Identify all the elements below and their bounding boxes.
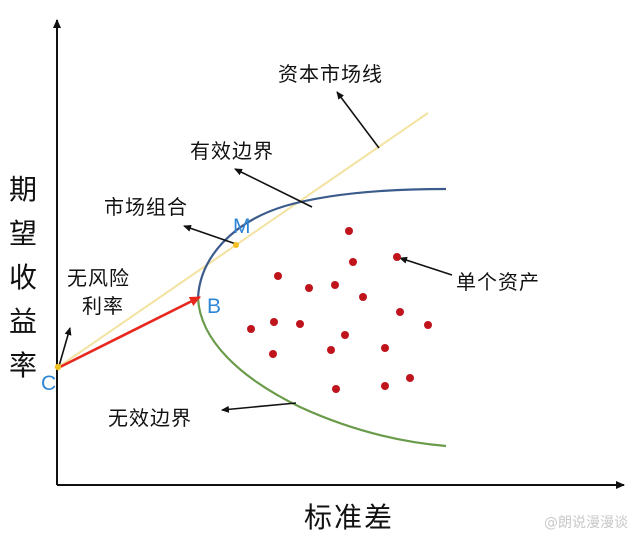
asset-dot bbox=[305, 284, 313, 292]
cml-pointer-arrow bbox=[336, 91, 380, 149]
asset-dot bbox=[341, 331, 349, 339]
efficient-frontier-label: 有效边界 bbox=[190, 139, 274, 163]
asset-dots bbox=[247, 227, 432, 393]
cml-label: 资本市场线 bbox=[278, 62, 383, 86]
asset-dot bbox=[406, 374, 414, 382]
single-assets-label: 单个资产 bbox=[456, 270, 540, 294]
y-axis-label: 期 望 收 益 率 bbox=[6, 168, 40, 388]
asset-dot bbox=[247, 325, 255, 333]
y-axis-label-char: 益 bbox=[8, 305, 37, 338]
asset-dot bbox=[331, 281, 339, 289]
c-to-b-arrow bbox=[59, 295, 201, 369]
asset-dot bbox=[424, 321, 432, 329]
asset-dot bbox=[269, 350, 277, 358]
risk-free-rate-label-line2: 利率 bbox=[82, 294, 124, 318]
x-axis-label: 标准差 bbox=[304, 501, 395, 534]
asset-dot bbox=[349, 258, 357, 266]
asset-dot bbox=[381, 382, 389, 390]
risk-free-rate-label-line1: 无风险 bbox=[67, 266, 130, 290]
point-c-label: C bbox=[41, 372, 57, 395]
asset-dot bbox=[393, 253, 401, 261]
market-portfolio-pointer-arrow bbox=[183, 224, 237, 245]
inefficient-frontier-pointer-arrow bbox=[221, 402, 297, 413]
y-axis-label-char: 收 bbox=[8, 261, 37, 294]
inefficient-frontier-curve bbox=[196, 297, 447, 448]
y-axis-label-char: 期 bbox=[8, 173, 37, 206]
capital-market-line bbox=[56, 112, 429, 369]
efficient-frontier-pointer-arrow bbox=[234, 168, 313, 208]
asset-dot bbox=[332, 385, 340, 393]
asset-dot bbox=[274, 272, 282, 280]
asset-dot bbox=[270, 318, 278, 326]
asset-dot bbox=[396, 308, 404, 316]
risk-free-pointer-arrow bbox=[58, 327, 72, 367]
asset-dot bbox=[381, 344, 389, 352]
point-c-marker bbox=[54, 363, 62, 371]
point-m-label: M bbox=[233, 215, 251, 238]
point-b-label: B bbox=[207, 295, 222, 318]
asset-dot bbox=[327, 346, 335, 354]
efficient-frontier-curve bbox=[196, 187, 447, 299]
asset-dot bbox=[345, 227, 353, 235]
point-m-marker bbox=[233, 242, 239, 248]
y-axis-label-char: 望 bbox=[8, 217, 37, 250]
market-portfolio-label: 市场组合 bbox=[104, 195, 188, 219]
inefficient-frontier-label: 无效边界 bbox=[108, 406, 192, 430]
asset-dot bbox=[359, 293, 367, 301]
single-assets-pointer-arrow bbox=[399, 256, 453, 276]
asset-dot bbox=[296, 320, 304, 328]
y-axis-label-char: 率 bbox=[8, 349, 37, 382]
watermark: @朗说漫漫谈 bbox=[544, 515, 628, 531]
